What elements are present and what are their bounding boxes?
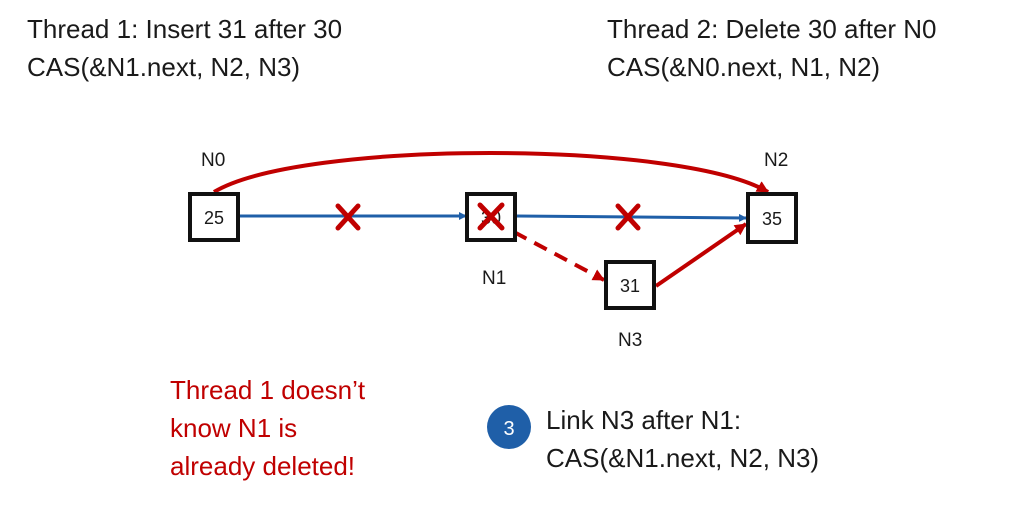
- link-n0-n2: [212, 151, 770, 194]
- step-line-2: CAS(&N1.next, N2, N3): [546, 443, 820, 473]
- step-badge: [487, 405, 531, 449]
- node-n0: [188, 192, 240, 242]
- n3-label: N3: [618, 330, 643, 351]
- thread1-cas: CAS(&N1.next, N2, N3): [27, 52, 301, 82]
- node-n3-value: 31: [620, 276, 640, 296]
- node-n0-value: 25: [204, 208, 224, 228]
- note-line-3: already deleted!: [170, 451, 356, 481]
- step-number: 3: [503, 418, 514, 440]
- cross-mark-n1: [477, 202, 505, 231]
- node-n2: [746, 192, 798, 244]
- link-n1-n3-dashed: [513, 230, 605, 282]
- n0-label: N0: [201, 150, 226, 171]
- note-line-1: Thread 1 doesn’t: [170, 375, 366, 405]
- thread2-cas: CAS(&N0.next, N1, N2): [607, 52, 881, 82]
- node-n3: [604, 260, 656, 310]
- thread1-title: Thread 1: Insert 31 after 30: [27, 14, 343, 44]
- note-line-2: know N1 is: [170, 413, 298, 443]
- n2-label: N2: [764, 150, 789, 171]
- link-n3-n2: [654, 222, 748, 288]
- step-line-1: Link N3 after N1:: [546, 405, 742, 435]
- thread2-title: Thread 2: Delete 30 after N0: [607, 14, 937, 44]
- node-n2-value: 35: [762, 209, 782, 229]
- cross-mark-n1-n2: [615, 203, 641, 231]
- n1-label: N1: [482, 268, 507, 289]
- cross-mark-n0-n1: [335, 203, 361, 231]
